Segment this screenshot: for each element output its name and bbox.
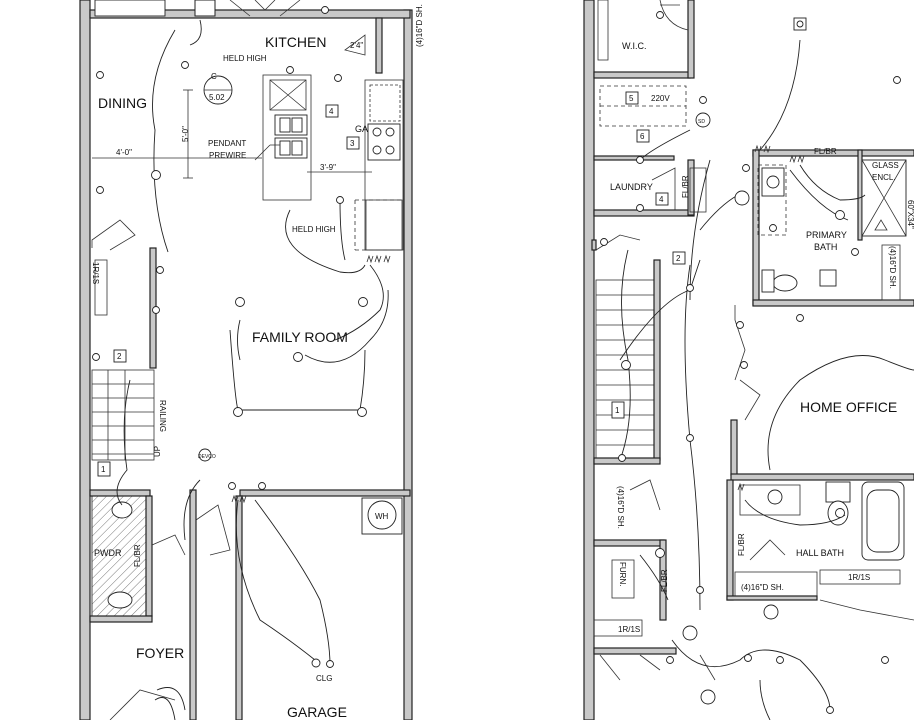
powder-sink	[107, 591, 133, 609]
note-glass: GLASS	[872, 161, 899, 170]
tag-1	[97, 461, 111, 477]
hall-bath-sink	[767, 489, 783, 505]
dim-5-0: 5'-0"	[181, 126, 190, 142]
tag-number: 4	[329, 107, 334, 116]
note-glass-dim: 60"X34"	[906, 200, 914, 229]
room-label-bath: BATH	[814, 242, 837, 252]
note-clg: CLG	[316, 674, 332, 683]
note-prewire: PREWIRE	[209, 151, 246, 160]
room-label-garage: GARAGE	[287, 704, 347, 720]
left-exterior-wall-1	[79, 0, 91, 720]
room-label-foyer: FOYER	[136, 645, 184, 661]
note-flbr-hall: FL/BR	[737, 533, 746, 556]
note-railing: RAILING	[158, 400, 167, 432]
smoke-detector-2	[695, 112, 711, 128]
toilet-fixture	[111, 501, 133, 519]
note-wh: WH	[375, 512, 389, 521]
tag-2	[113, 349, 127, 363]
tag-number: 4	[659, 195, 664, 204]
dim-4-0: 4'-0"	[116, 148, 132, 157]
tag-number: 2	[676, 254, 681, 263]
note-held-high-bottom: HELD HIGH	[292, 225, 336, 234]
right-exterior-wall-1	[403, 9, 413, 720]
note-1r1s-left: 1R/1S	[91, 262, 100, 284]
tag-number: 6	[640, 132, 645, 141]
second-floor-plan	[583, 0, 914, 720]
note-shelves-kitchen: (4)16"D SH.	[415, 4, 424, 47]
room-label-primary: PRIMARY	[806, 230, 847, 240]
tag-3	[346, 136, 360, 150]
tag-number: 3	[350, 139, 355, 148]
note-encl: ENCL.	[872, 173, 896, 182]
smoke-detector	[198, 448, 212, 462]
note-pendant: PENDANT	[208, 139, 246, 148]
room-label-family-room: FAMILY ROOM	[252, 329, 348, 345]
note-up: UP	[153, 446, 162, 457]
room-label-wic: W.I.C.	[622, 41, 647, 51]
water-heater	[367, 500, 397, 530]
note-furn: FURN.	[618, 562, 627, 586]
kitchen-island	[262, 74, 312, 201]
tag-c-number: 5.02	[209, 93, 225, 102]
note-shelves-hall: (4)16"D SH.	[741, 583, 784, 592]
room-label-laundry: LAUNDRY	[610, 182, 653, 192]
room-label-pwdr: PWDR	[94, 548, 122, 558]
vanity-sink	[766, 175, 780, 189]
note-sd: SD	[698, 119, 705, 125]
tag-4	[325, 104, 339, 118]
dim-2-4: 2'4"	[350, 41, 363, 50]
note-1r1s-bottom: 1R/1S	[618, 625, 640, 634]
left-exterior-wall-2	[583, 0, 595, 720]
note-devco: DEVCO	[198, 454, 216, 460]
note-flbr-pwdr: FL/BR	[133, 544, 142, 567]
note-flbr-furn: FL/BR	[660, 569, 669, 592]
room-label-dining: DINING	[98, 95, 147, 111]
tag-c-letter: C	[211, 72, 217, 81]
tag-number: 5	[629, 94, 634, 103]
note-flbr-primary: FL/BR	[814, 147, 837, 156]
top-wall-1	[89, 9, 411, 19]
dim-3-9: 3'-9"	[320, 163, 336, 172]
note-ga: GA	[355, 124, 368, 134]
room-label-home-office: HOME OFFICE	[800, 399, 897, 415]
tag-number: 1	[615, 406, 620, 415]
note-1r1s-right: 1R/1S	[848, 573, 870, 582]
note-220v: 220V	[651, 94, 670, 103]
room-label-hall-bath: HALL BATH	[796, 548, 844, 558]
note-flbr-laundry: FL/BR	[681, 175, 690, 198]
note-shelves-primary: (4)16"D SH.	[888, 246, 897, 289]
room-label-kitchen: KITCHEN	[265, 34, 326, 50]
tag-number: 2	[117, 352, 122, 361]
note-held-high-top: HELD HIGH	[223, 54, 267, 63]
range-fixture	[367, 123, 401, 161]
tag-number: 1	[101, 465, 106, 474]
first-floor-plan	[79, 0, 413, 720]
note-shelves-w1: (4)16"D SH.	[616, 486, 625, 529]
